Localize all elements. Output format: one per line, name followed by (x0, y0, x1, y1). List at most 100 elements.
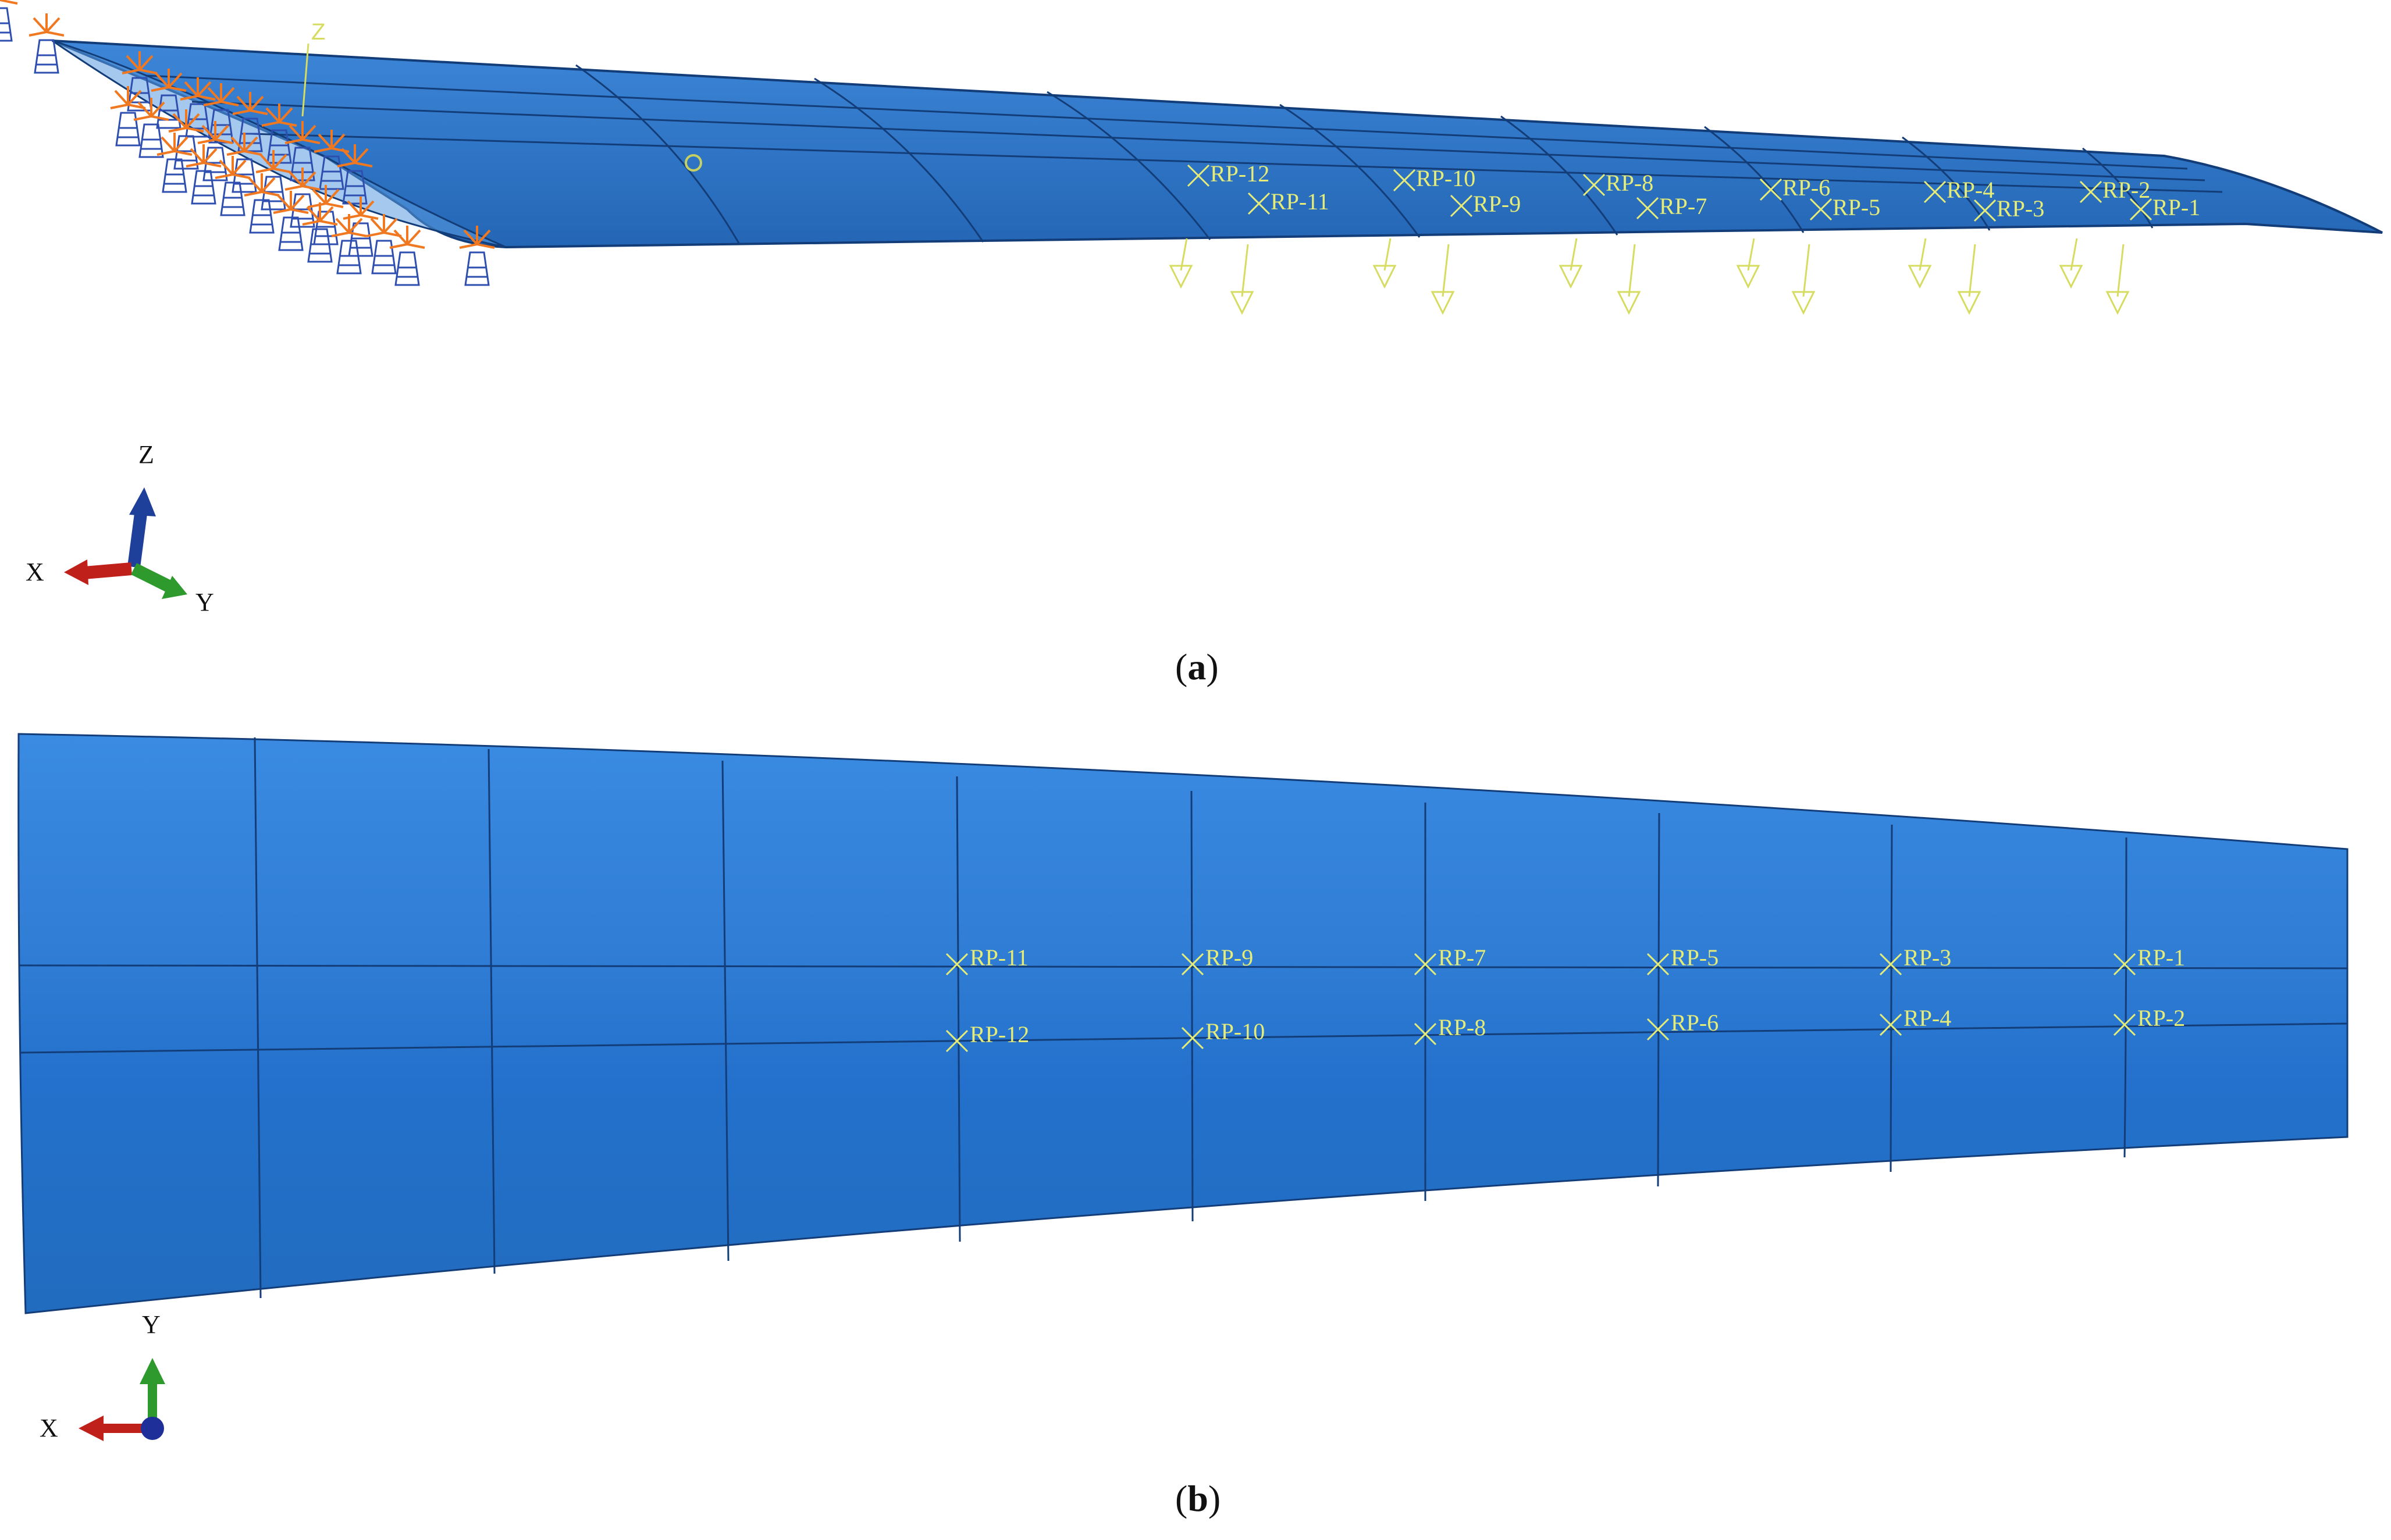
rp-label: RP-3 (1903, 944, 1951, 971)
caption-b-letter: b (1187, 1478, 1208, 1519)
constraint-glyph (244, 173, 280, 234)
x-axis-arrow-b (79, 1416, 104, 1441)
rp-label: RP-4 (1947, 177, 1994, 203)
constraint-glyph (302, 202, 338, 263)
constraint-glyph (133, 98, 169, 158)
rp-label: RP-4 (1903, 1005, 1951, 1031)
load-axis-label: Z (311, 19, 325, 45)
rp-label: RP-5 (1671, 944, 1718, 971)
rp-marker (1809, 198, 1833, 221)
rp-label: RP-8 (1438, 1014, 1486, 1040)
load-axis-line (301, 43, 309, 117)
z-axis-arrow (129, 487, 156, 516)
reference-circle (685, 154, 702, 172)
rp-marker (945, 953, 969, 976)
load-arrow (1230, 244, 1254, 315)
y-axis-arrow-b (140, 1358, 165, 1384)
caption-b: (b) (1175, 1478, 1221, 1519)
stringer-lines (52, 40, 2246, 248)
constraint-glyph (215, 156, 251, 216)
load-arrow (1169, 238, 1193, 289)
load-arrow (2105, 244, 2130, 315)
wing-planform (17, 733, 2349, 1314)
rp-label: RP-10 (1416, 165, 1475, 191)
rp-marker (1393, 169, 1416, 192)
triad-a-z-label: Z (138, 440, 154, 469)
triad-a-y-label: Y (195, 588, 214, 616)
rp-label: RP-12 (1210, 161, 1269, 187)
constraint-glyph (156, 133, 193, 193)
rp-label: RP-9 (1473, 191, 1521, 217)
boundary-conditions (0, 0, 18, 42)
constraint-glyph (29, 13, 65, 74)
load-arrows (1169, 238, 2130, 315)
rp-label: RP-10 (1205, 1018, 1265, 1045)
rp-marker (945, 1029, 969, 1053)
panel-a: Z RP-1RP-2RP-3RP-4RP-5RP-6RP-7RP-8RP-9RP… (0, 0, 2383, 616)
boundary-condition-cluster (29, 13, 495, 286)
axis-triad-b: Y X (40, 1310, 165, 1442)
rp-label: RP-2 (2102, 177, 2150, 203)
constraint-glyph (459, 226, 495, 286)
rp-label: RP-11 (970, 944, 1029, 971)
rp-label: RP-11 (1271, 188, 1329, 215)
caption-a-letter: a (1187, 646, 1207, 687)
rp-marker (1414, 953, 1437, 976)
triad-a-x-label: X (26, 558, 44, 586)
rp-label: RP-7 (1659, 193, 1707, 219)
rp-marker (1923, 180, 1947, 204)
rp-label: RP-8 (1606, 170, 1653, 196)
rp-label: RP-7 (1438, 944, 1486, 971)
constraint-glyph (110, 86, 146, 147)
rp-marker (2079, 180, 2102, 204)
rp-label: RP-2 (2137, 1005, 2185, 1031)
panel-b: RP-1RP-2RP-3RP-4RP-5RP-6RP-7RP-8RP-9RP-1… (17, 733, 2349, 1442)
rp-marker (1247, 192, 1271, 215)
rib-lines (575, 64, 2383, 244)
rp-marker (2113, 1013, 2136, 1036)
rp-marker (1879, 953, 1902, 976)
rp-marker (1181, 953, 1204, 976)
rp-label: RP-1 (2152, 194, 2200, 220)
rp-marker (1759, 178, 1782, 201)
rp-label: RP-12 (970, 1021, 1029, 1047)
rp-marker (2129, 198, 2152, 221)
y-axis-arrow (162, 576, 187, 599)
constraint-glyph (343, 197, 379, 257)
axis-triad-a: Z X Y (26, 440, 214, 616)
triad-b-y-label: Y (142, 1310, 161, 1339)
rp-label: RP-3 (1997, 195, 2044, 222)
load-arrow (1736, 238, 1760, 289)
load-arrow (1908, 238, 1932, 289)
rp-marker (1414, 1022, 1437, 1046)
z-axis-dot-b (141, 1417, 164, 1440)
load-arrow (1559, 238, 1583, 289)
load-arrow (1957, 244, 1981, 315)
load-arrow (1431, 244, 1455, 315)
rp-label: RP-6 (1782, 174, 1830, 201)
constraint-glyph (389, 226, 425, 286)
rp-marker (1181, 1026, 1204, 1050)
rp-marker (1879, 1013, 1902, 1036)
load-arrow (1372, 238, 1397, 289)
constraint-glyph (337, 144, 373, 205)
rp-marker (1646, 1018, 1670, 1041)
rp-marker (1636, 197, 1659, 220)
wing-root-section (52, 40, 507, 248)
rp-marker (1582, 173, 1606, 197)
rp-markers-a: RP-1RP-2RP-3RP-4RP-5RP-6RP-7RP-8RP-9RP-1… (1187, 161, 2200, 222)
caption-a: (a) (1175, 646, 1219, 687)
rib-lines-b (254, 737, 2127, 1299)
constraint-glyph (168, 109, 204, 170)
load-arrow (1791, 244, 1816, 315)
rp-marker (1973, 199, 1997, 222)
constraint-glyph (314, 130, 350, 190)
triad-b-x-label: X (40, 1414, 58, 1442)
rp-label: RP-6 (1671, 1010, 1718, 1036)
rp-label: RP-5 (1833, 194, 1880, 220)
constraint-glyph (273, 191, 309, 251)
rp-marker (1187, 164, 1210, 187)
load-arrow (2059, 238, 2083, 289)
constraint-glyph (366, 214, 402, 275)
